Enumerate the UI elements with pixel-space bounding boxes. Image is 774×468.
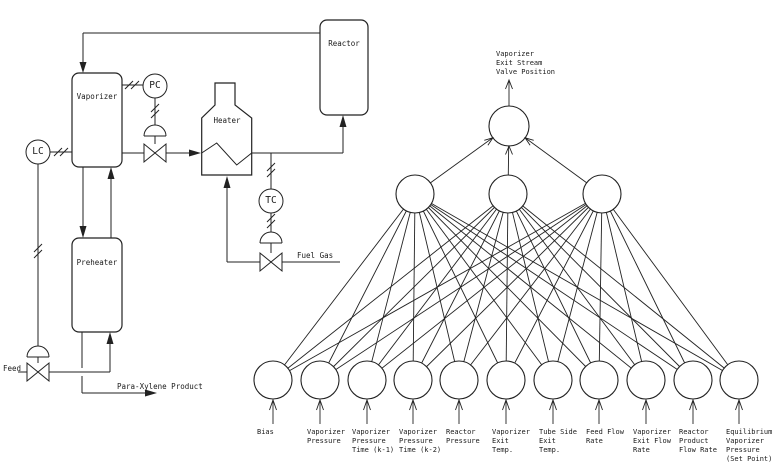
connection-lines <box>272 193 740 381</box>
input-node <box>673 360 713 400</box>
nn-input-label-equilibrium-vaporizer-pressure: Equilibrium Vaporizer Pressure (Set Poin… <box>726 428 773 463</box>
nn-input-label-reactor-pressure: Reactor Pressure <box>446 428 480 445</box>
lc-controller-label: LC <box>32 146 44 157</box>
neural-network-diagram <box>253 78 759 424</box>
preheater-vessel <box>71 237 123 333</box>
arrow-into-heater <box>189 149 201 157</box>
input-node <box>300 360 340 400</box>
heater-coil <box>201 142 253 166</box>
pressure-controller-loop <box>122 73 168 144</box>
nn-input-label-vaporizer-exit-temp: Vaporizer Exit Temp. <box>492 428 530 454</box>
valve-actuator-icon <box>143 124 167 137</box>
arrow-product-out <box>145 389 157 397</box>
input-node <box>253 360 293 400</box>
hidden-node <box>582 174 622 214</box>
level-controller-loop <box>25 139 72 363</box>
output-node <box>488 105 530 147</box>
pressure-valve-icon <box>154 142 167 164</box>
fuel-valve-icon <box>270 251 283 273</box>
valve-actuator-icon <box>26 345 50 358</box>
product-stream-label: Para-Xylene Product <box>117 382 203 391</box>
nn-output-label: Vaporizer Exit Stream Valve Position <box>496 50 556 76</box>
input-node <box>393 360 433 400</box>
reactor-vessel <box>319 19 369 116</box>
preheater-label: Preheater <box>76 258 118 267</box>
nn-input-label-feed-flow-rate: Feed Flow Rate <box>586 428 624 445</box>
feed-valve-icon <box>37 361 50 383</box>
output-arrow <box>505 78 513 106</box>
input-node <box>347 360 387 400</box>
vaporizer-preheater-circulation <box>79 167 115 238</box>
fuel-gas-stream-label: Fuel Gas <box>297 251 334 260</box>
tc-controller-label: TC <box>265 195 277 206</box>
reactor-label: Reactor <box>328 39 360 48</box>
input-node <box>626 360 666 400</box>
arrow-into-heater-fuel <box>223 176 231 188</box>
valve-actuator-icon <box>259 231 283 244</box>
input-node <box>486 360 526 400</box>
product-line <box>81 332 157 397</box>
input-node <box>719 360 759 400</box>
feed-stream-label: Feed <box>3 364 22 373</box>
arrow-into-preheater <box>106 332 114 344</box>
heater-furnace <box>201 82 253 176</box>
network-nodes <box>253 105 759 400</box>
input-node <box>439 360 479 400</box>
heater-to-reactor-line <box>251 115 347 154</box>
hidden-node <box>488 174 528 214</box>
nn-input-label-vaporizer-pressure: Vaporizer Pressure <box>307 428 345 445</box>
fuel-valve-icon <box>259 251 272 273</box>
feed-valve-icon <box>26 361 39 383</box>
temperature-controller-loop <box>223 153 340 273</box>
hidden-node <box>395 174 435 214</box>
arrow-into-reactor <box>339 115 347 127</box>
pc-controller-label: PC <box>149 80 161 91</box>
vaporizer-label: Vaporizer <box>76 92 118 101</box>
nn-input-label-bias: Bias <box>257 428 274 436</box>
heater-label: Heater <box>213 116 241 125</box>
vaporizer-vessel <box>71 72 123 168</box>
input-feed-arrows <box>269 398 743 424</box>
nn-input-label-vaporizer-pressure-k2: Vaporizer Pressure Time (k-2) <box>399 428 442 454</box>
output-node-arrowheads <box>484 137 534 155</box>
vaporizer-outlet-line <box>122 142 201 164</box>
nn-input-label-tube-side-exit-temp: Tube Side Exit Temp. <box>539 428 577 454</box>
nn-input-label-vaporizer-exit-flow-rate: Vaporizer Exit Flow Rate <box>633 428 671 454</box>
feed-line <box>18 332 114 383</box>
process-flow-diagram <box>18 19 369 397</box>
nn-input-label-reactor-product-flow-rate: Reactor Product Flow Rate <box>679 428 717 454</box>
input-node <box>579 360 619 400</box>
arrow-into-vaporizer <box>79 62 87 73</box>
pressure-valve-icon <box>143 142 156 164</box>
nn-input-label-vaporizer-pressure-k1: Vaporizer Pressure Time (k-1) <box>352 428 395 454</box>
input-node <box>533 360 573 400</box>
reactor-to-vaporizer-line <box>79 32 320 73</box>
